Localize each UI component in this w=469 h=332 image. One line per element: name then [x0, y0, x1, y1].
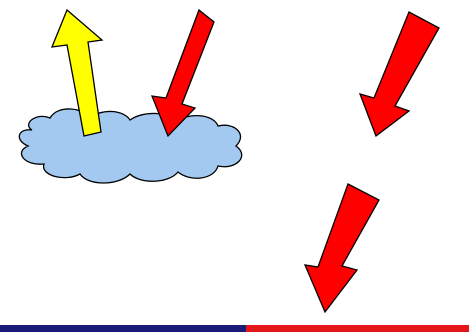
arrow-down-left-icon — [305, 184, 379, 312]
bottom-bar-left — [0, 325, 246, 332]
arrow-down-left-icon — [360, 12, 439, 136]
bottom-bar-right — [246, 325, 469, 332]
bottom-bar — [0, 325, 469, 332]
cloud-icon — [19, 109, 241, 183]
cloud-shape — [19, 109, 241, 183]
incoming-arrow-ground-icon — [305, 184, 379, 312]
incoming-arrow-clear-icon — [360, 12, 439, 136]
